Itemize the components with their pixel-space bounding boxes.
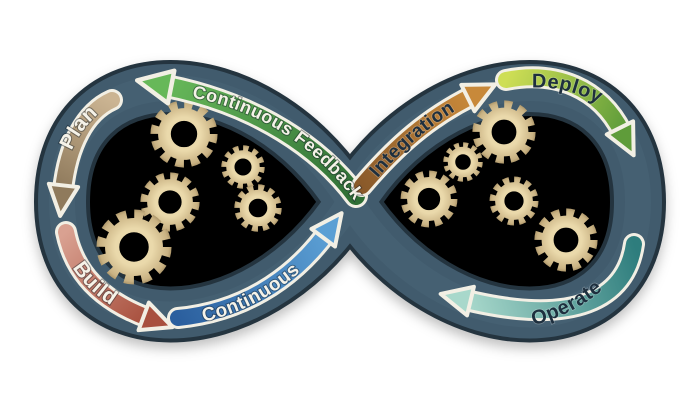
continuous-arrow (167, 211, 344, 329)
operate-arrow (438, 233, 645, 322)
continuous-feedback-arrow (134, 68, 368, 208)
plan-arrow (46, 89, 123, 218)
integration-arrow (351, 82, 498, 197)
deploy-arrow (495, 66, 636, 158)
build-arrow (55, 221, 175, 333)
